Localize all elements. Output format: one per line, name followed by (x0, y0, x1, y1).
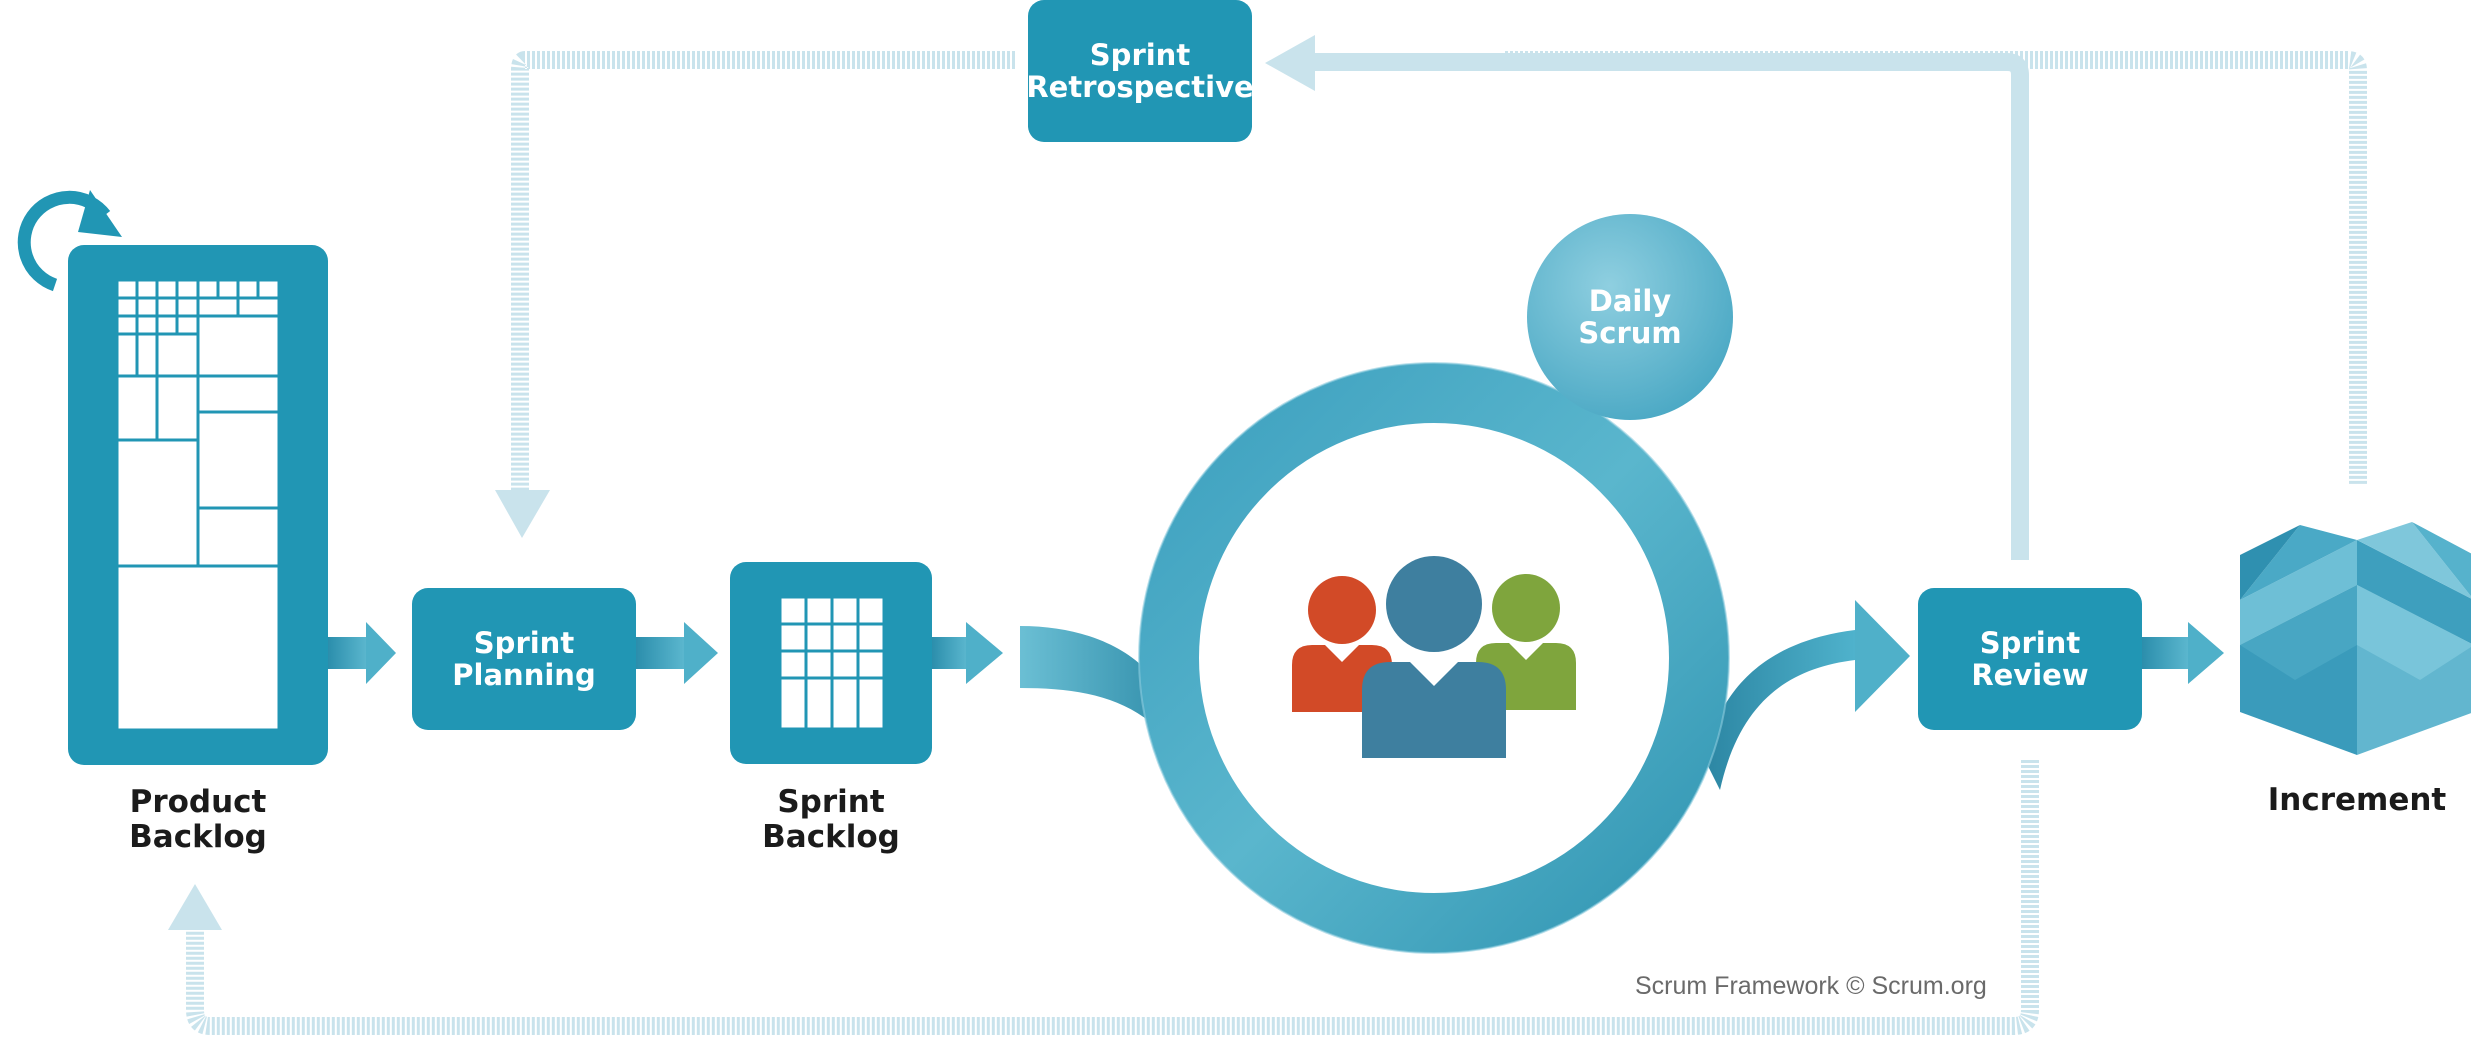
sprint-planning-label-line2: Planning (452, 658, 596, 692)
product-backlog-node (17, 190, 328, 765)
daily-scrum-label-line1: Daily (1588, 283, 1672, 318)
arrow-review-to-increment-icon (2142, 622, 2224, 684)
arrow-to-planning-icon (495, 490, 550, 538)
sprint-cycle (1020, 362, 1910, 954)
sprint-review-label: Sprint Review (1918, 588, 2142, 730)
sprint-planning-label-line1: Sprint (473, 625, 575, 660)
arrow-planning-to-sprint-backlog-icon (636, 622, 718, 684)
product-backlog-label: Product Backlog (98, 780, 298, 860)
daily-scrum-label-line2: Scrum (1578, 316, 1682, 350)
arrow-to-review-icon (1855, 600, 1910, 712)
arrow-sprint-backlog-to-sprint-icon (932, 622, 1003, 684)
backlog-refinement-loop (168, 760, 2039, 1035)
open-box-icon (2240, 522, 2471, 755)
retrospective-loop (495, 35, 2367, 560)
arrow-to-product-backlog-icon (168, 884, 222, 930)
sprint-review-label-line2: Review (1971, 658, 2089, 692)
daily-scrum-circle (1527, 214, 1733, 420)
sprint-review-box (1918, 588, 2142, 730)
backlog-board-icon (115, 278, 281, 732)
product-backlog-label-line1: Product (129, 784, 267, 821)
sprint-backlog-label-line1: Sprint (777, 784, 885, 821)
arrow-to-retrospective-icon (1265, 35, 1315, 91)
sprint-review-label-line1: Sprint (1979, 625, 2081, 660)
grid-icon (778, 595, 886, 731)
daily-scrum-label: Daily Scrum (1527, 214, 1733, 420)
arrow-backlog-to-planning-icon (328, 622, 396, 684)
increment-label-text: Increment (2267, 781, 2447, 818)
curve-out-of-sprint-icon (1705, 630, 1855, 790)
sprint-backlog-label-line2: Backlog (762, 819, 900, 855)
team-icon (1292, 556, 1576, 758)
sprint-planning-label: Sprint Planning (412, 588, 636, 730)
refresh-cycle-icon (17, 190, 111, 292)
copyright-credit: Scrum Framework © Scrum.org (1635, 972, 1987, 1000)
curve-into-sprint-icon (1020, 626, 1185, 765)
sprint-retrospective-label-line1: Sprint (1089, 37, 1191, 72)
increment-label: Increment (2257, 780, 2457, 820)
sprint-planning-box (412, 588, 636, 730)
sprint-backlog-node (730, 562, 932, 764)
sprint-backlog-label: Sprint Backlog (731, 780, 931, 860)
product-backlog-label-line2: Backlog (129, 819, 267, 855)
sprint-retrospective-label-line2: Retrospective (1026, 70, 1254, 104)
sprint-retrospective-box (1028, 0, 1252, 142)
sprint-retrospective-label: Sprint Retrospective (1026, 0, 1254, 142)
